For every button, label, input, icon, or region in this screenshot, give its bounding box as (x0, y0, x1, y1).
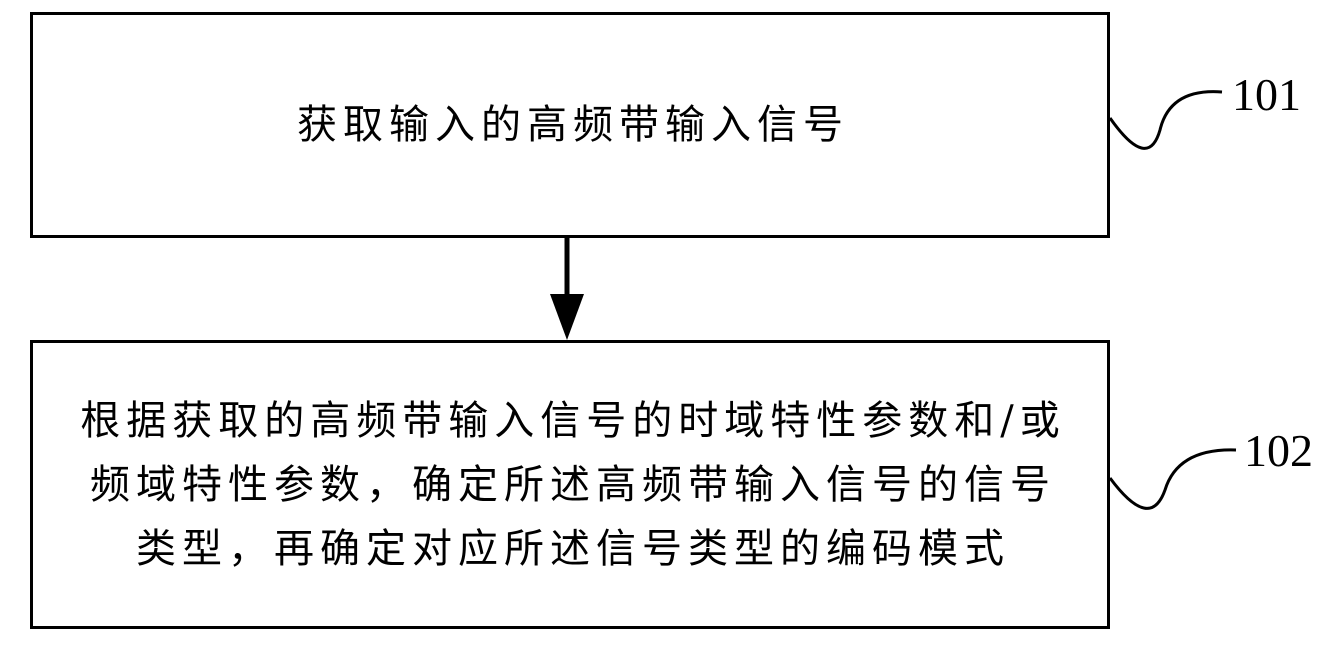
leader-line-101 (1110, 92, 1222, 149)
step-101-text: 获取输入的高频带输入信号 (291, 93, 849, 157)
step-ref-label-102: 102 (1244, 428, 1313, 474)
step-102-text-line-2: 频域特性参数，确定所述高频带输入信号的信号 (84, 453, 1056, 517)
step-box-101: 获取输入的高频带输入信号 (30, 12, 1110, 238)
leader-line-102 (1110, 450, 1236, 508)
step-102-text-line-3: 类型，再确定对应所述信号类型的编码模式 (130, 517, 1010, 581)
step-box-102: 根据获取的高频带输入信号的时域特性参数和/或 频域特性参数，确定所述高频带输入信… (30, 340, 1110, 629)
step-102-text-line-1: 根据获取的高频带输入信号的时域特性参数和/或 (74, 389, 1065, 453)
step-ref-label-101: 101 (1232, 72, 1301, 118)
flow-arrow-head (550, 294, 584, 340)
